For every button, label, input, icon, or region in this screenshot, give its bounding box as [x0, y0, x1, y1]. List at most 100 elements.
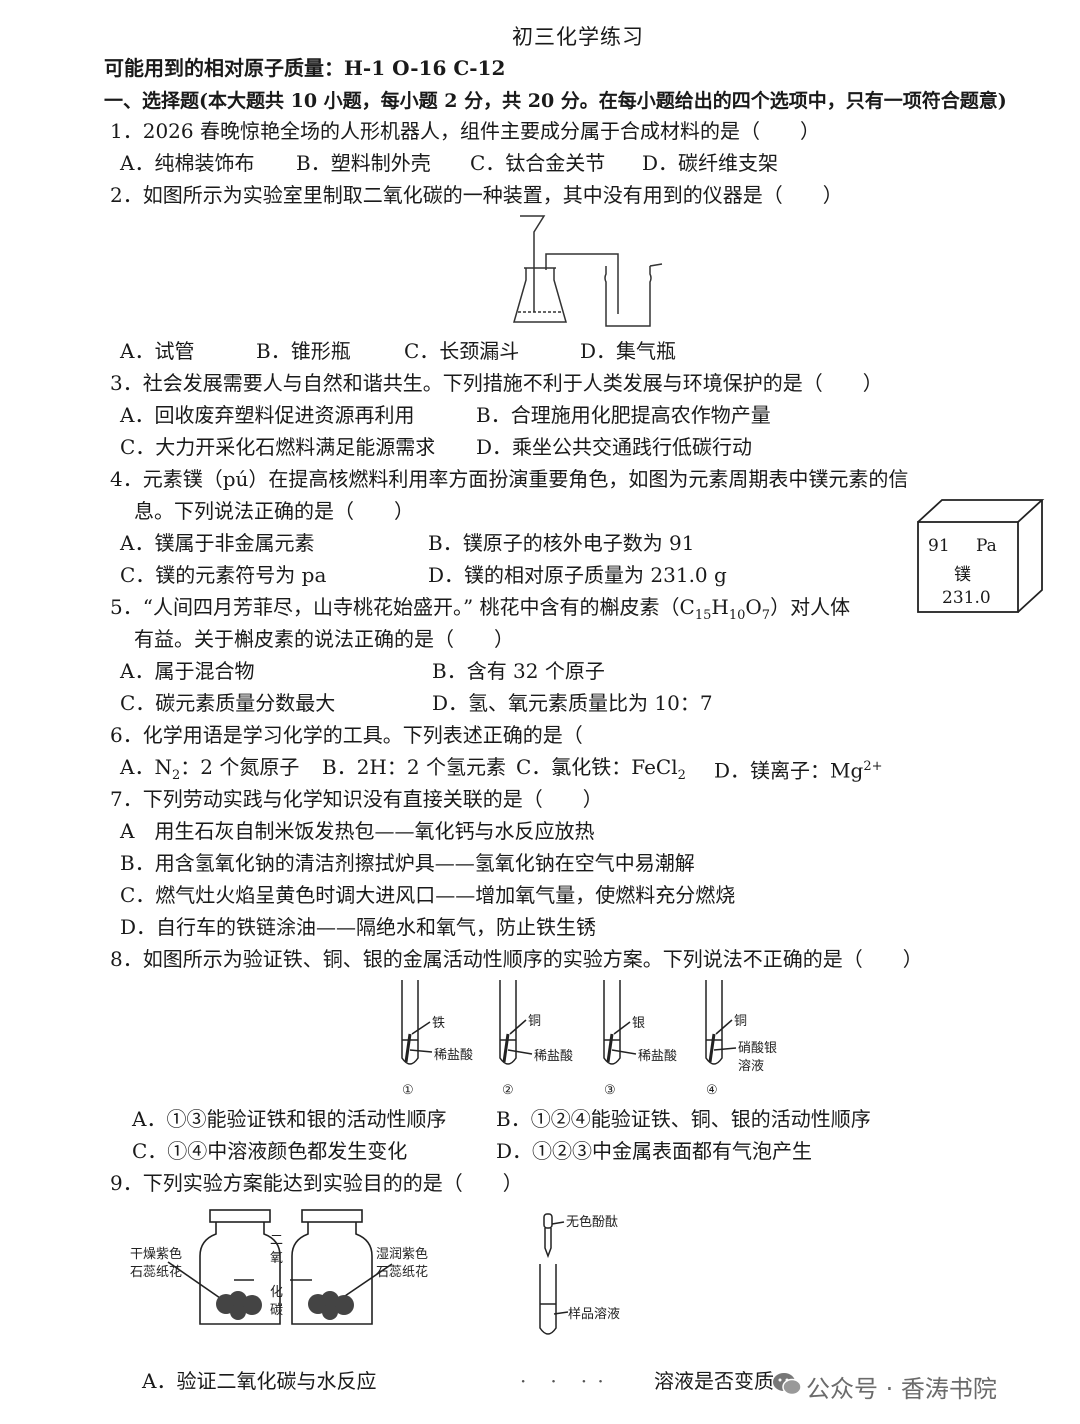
tube-1-metal: 铁: [432, 1016, 445, 1031]
co2-paper-flower-bottles: 干燥紫色 石蕊纸花 二 氧 化 碳 湿润紫色 石蕊纸花: [130, 1209, 428, 1325]
q3-option-a: A．回收废弃塑料促进资源再利用: [120, 403, 415, 427]
q4-option-d: D．镤的相对原子质量为 231.0 g: [428, 563, 727, 587]
q8-option-d: D．①②③中金属表面都有气泡产生: [496, 1139, 813, 1163]
wechat-icon: [773, 1373, 802, 1396]
test-tube-1: [401, 980, 419, 1065]
right-bottle: [291, 1222, 373, 1325]
q3-option-d: D．乘坐公共交通践行低碳行动: [476, 435, 753, 459]
co2-char-3: 化: [270, 1285, 283, 1300]
tube-3-solution: 稀盐酸: [638, 1049, 677, 1064]
periodic-table-cell: [917, 499, 1045, 613]
q1-option-d: D．碳纤维支架: [642, 151, 779, 175]
tube-1-number: ①: [402, 1083, 414, 1098]
q1-option-c: C．钛合金关节: [470, 151, 606, 175]
co2-char-2: 氧: [270, 1251, 283, 1266]
sample-test-tube: [539, 1264, 557, 1335]
q6-option-b: B．2H：2 个氢元素: [322, 755, 506, 779]
tube-2-number: ②: [502, 1083, 514, 1098]
left-bottle: [199, 1222, 281, 1325]
q2-option-d: D．集气瓶: [580, 339, 677, 363]
question-1-stem: 1．2026 春晚惊艳全场的人形机器人，组件主要成分属于合成材料的是（ ）: [110, 119, 820, 143]
question-2-stem: 2．如图所示为实验室里制取二氧化碳的一种装置，其中没有用到的仪器是（ ）: [110, 183, 843, 207]
q2-option-a: A．试管: [120, 339, 195, 363]
tube-4-number: ④: [706, 1083, 718, 1098]
q9-option-b-partial-obscured: · · · ·: [520, 1369, 628, 1393]
tube-3-metal: 银: [632, 1016, 645, 1031]
sample-label: 样品溶液: [568, 1307, 620, 1322]
q3-option-c: C．大力开采化石燃料满足能源需求: [120, 435, 436, 459]
tube-3-number: ③: [604, 1083, 616, 1098]
q2-option-c: C．长颈漏斗: [404, 339, 520, 363]
section-heading: 一、选择题(本大题共 10 小题，每小题 2 分，共 20 分。在每小题给出的四…: [104, 90, 1007, 112]
test-tube-3: [603, 980, 621, 1065]
element-name: 镤: [954, 565, 971, 585]
q5-option-d: D．氢、氧元素质量比为 10：7: [432, 691, 713, 715]
q6-option-a: A．N2：2 个氮原子: [120, 755, 300, 783]
tube-2-metal: 铜: [528, 1014, 541, 1029]
tube-4-solution: 硝酸银: [738, 1041, 777, 1056]
co2-char-1: 二: [270, 1233, 283, 1248]
element-symbol: Pa: [976, 536, 997, 556]
tube-4-metal: 铜: [734, 1014, 747, 1029]
question-5-stem-line-2: 有益。关于槲皮素的说法正确的是（ ）: [134, 627, 514, 651]
q7-option-c: C．燃气灶火焰呈黄色时调大进风口——增加氧气量，使燃料充分燃烧: [120, 883, 736, 907]
tube-4-solution-line-2: 溶液: [738, 1059, 764, 1074]
question-4-stem-line-1: 4．元素镤（pú）在提高核燃料利用率方面扮演重要角色，如图为元素周期表中镤元素的…: [110, 467, 909, 491]
element-atomic-number: 91: [928, 536, 950, 556]
page-title: 初三化学练习: [512, 25, 644, 49]
question-4-stem-line-2: 息。下列说法正确的是（ ）: [134, 499, 414, 523]
q4-option-c: C．镤的元素符号为 pa: [120, 563, 327, 587]
left-label-line-2: 石蕊纸花: [130, 1264, 182, 1280]
q6-option-c: C．氯化铁：FeCl2: [516, 755, 686, 783]
co2-char-4: 碳: [270, 1303, 283, 1318]
q8-option-b: B．①②④能验证铁、铜、银的活动性顺序: [496, 1107, 871, 1131]
watermark-text: 公众号 · 香涛书院: [806, 1375, 997, 1403]
tube-2-solution: 稀盐酸: [534, 1049, 573, 1064]
q5-option-a: A．属于混合物: [120, 659, 255, 683]
q4-option-b: B．镤原子的核外电子数为 91: [428, 531, 695, 555]
question-7-stem: 7．下列劳动实践与化学知识没有直接关联的是（ ）: [110, 787, 603, 811]
q1-option-b: B．塑料制外壳: [296, 151, 431, 175]
dropper-bulb: [543, 1213, 553, 1229]
dropper-label: 无色酚酞: [566, 1214, 618, 1230]
left-bottle-lid: [209, 1209, 271, 1223]
paper-flowers: [216, 1291, 354, 1320]
q3-option-b: B．合理施用化肥提高农作物产量: [476, 403, 771, 427]
dropper-tube: [544, 1228, 552, 1259]
element-atomic-mass: 231.0: [942, 588, 991, 608]
tube-1-solution: 稀盐酸: [434, 1048, 473, 1063]
question-9-stem: 9．下列实验方案能达到实验目的的是（ ）: [110, 1171, 523, 1195]
right-label-line-2: 石蕊纸花: [376, 1264, 428, 1280]
q7-option-a: A 用生石灰自制米饭发热包——氧化钙与水反应放热: [120, 819, 595, 843]
q1-option-a: A．纯棉装饰布: [120, 151, 255, 175]
phenolphthalein-test: 无色酚酞 样品溶液: [539, 1213, 620, 1335]
q9-option-b-partial: 溶液是否变质: [654, 1369, 774, 1393]
co2-apparatus-figure: [513, 215, 663, 327]
q9-option-a: A．验证二氧化碳与水反应: [142, 1369, 377, 1393]
right-label-line-1: 湿润紫色: [376, 1246, 428, 1262]
question-8-stem: 8．如图所示为验证铁、铜、银的金属活动性顺序的实验方案。下列说法不正确的是（ ）: [110, 947, 923, 971]
q8-option-a: A．①③能验证铁和银的活动性顺序: [132, 1107, 447, 1131]
q7-option-b: B．用含氢氧化钠的清洁剂擦拭炉具——氢氧化钠在空气中易潮解: [120, 851, 695, 875]
right-bottle-lid: [301, 1209, 363, 1223]
question-3-stem: 3．社会发展需要人与自然和谐共生。下列措施不利于人类发展与环境保护的是（ ）: [110, 371, 883, 395]
delivery-tube: [545, 253, 619, 314]
q4-option-a: A．镤属于非金属元素: [120, 531, 315, 555]
gas-collecting-bottle: [604, 266, 652, 327]
q5-option-b: B．含有 32 个原子: [432, 659, 605, 683]
left-label-line-1: 干燥紫色: [130, 1246, 182, 1262]
q5-option-c: C．碳元素质量分数最大: [120, 691, 336, 715]
question-5-stem-line-1: 5．“人间四月芳菲尽，山寺桃花始盛开。” 桃花中含有的槲皮素（C15H10O7）…: [110, 595, 851, 623]
q8-option-c: C．①④中溶液颜色都发生变化: [132, 1139, 408, 1163]
q7-option-d: D．自行车的铁链涂油——隔绝水和氧气，防止铁生锈: [120, 915, 597, 939]
q6-option-d: D．镁离子：Mg2+: [714, 758, 883, 783]
metal-activity-test-tubes: 铁 稀盐酸 ① 铜 稀盐酸 ② 银 稀盐酸 ③ 铜 硝酸银 溶液 ④: [401, 980, 777, 1098]
erlenmeyer-flask: [513, 268, 567, 323]
long-neck-funnel: [520, 215, 546, 312]
test-tube-2: [499, 980, 517, 1065]
test-tube-4: [705, 980, 723, 1065]
question-6-stem: 6．化学用语是学习化学的工具。下列表述正确的是（: [110, 723, 583, 747]
q2-option-b: B．锥形瓶: [256, 339, 351, 363]
atomic-masses: 可能用到的相对原子质量：H-1 O-16 C-12: [104, 56, 506, 80]
